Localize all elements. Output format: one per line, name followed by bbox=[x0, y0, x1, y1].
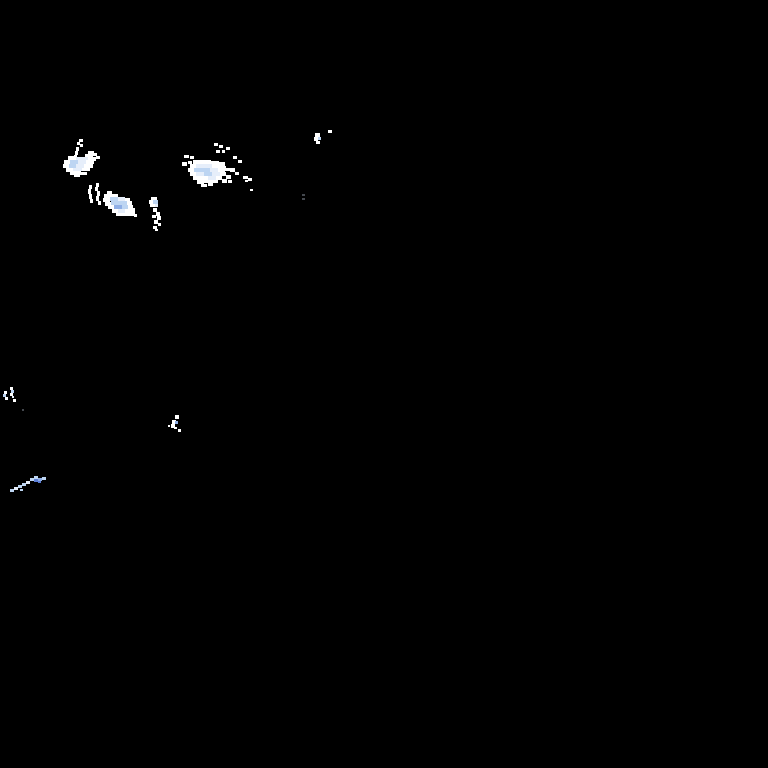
southwest-flecks bbox=[3, 387, 24, 411]
thin-strip-clouds bbox=[88, 183, 101, 205]
main-cloud-cluster bbox=[182, 143, 242, 187]
hook-cloud-northwest bbox=[63, 139, 100, 177]
small-northeast-cloud bbox=[314, 130, 332, 144]
south-center-small-patch bbox=[168, 415, 181, 432]
east-specks bbox=[243, 176, 253, 191]
elongated-cloud-with-blue-core bbox=[103, 191, 137, 217]
vertical-ragged-cloud bbox=[149, 197, 161, 231]
blue-wave-squiggle bbox=[10, 476, 46, 492]
faint-double-dot bbox=[302, 194, 305, 200]
